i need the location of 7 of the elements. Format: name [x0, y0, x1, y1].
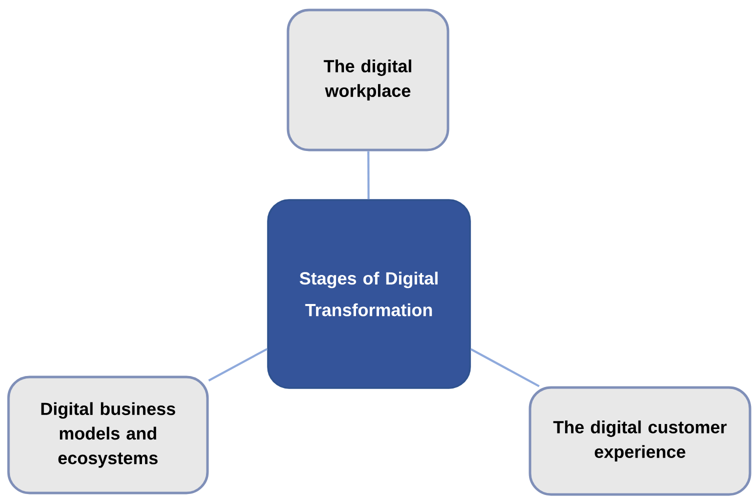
- topic-box: The digital customer experience: [528, 386, 752, 496]
- connector-line: [367, 151, 370, 200]
- connector-line: [470, 348, 540, 388]
- topic-box: Digital business models and ecosystems: [7, 376, 209, 494]
- connector-line: [208, 348, 268, 382]
- topic-box: The digital workplace: [286, 8, 450, 152]
- center-box: Stages of Digital Transformation: [267, 199, 471, 389]
